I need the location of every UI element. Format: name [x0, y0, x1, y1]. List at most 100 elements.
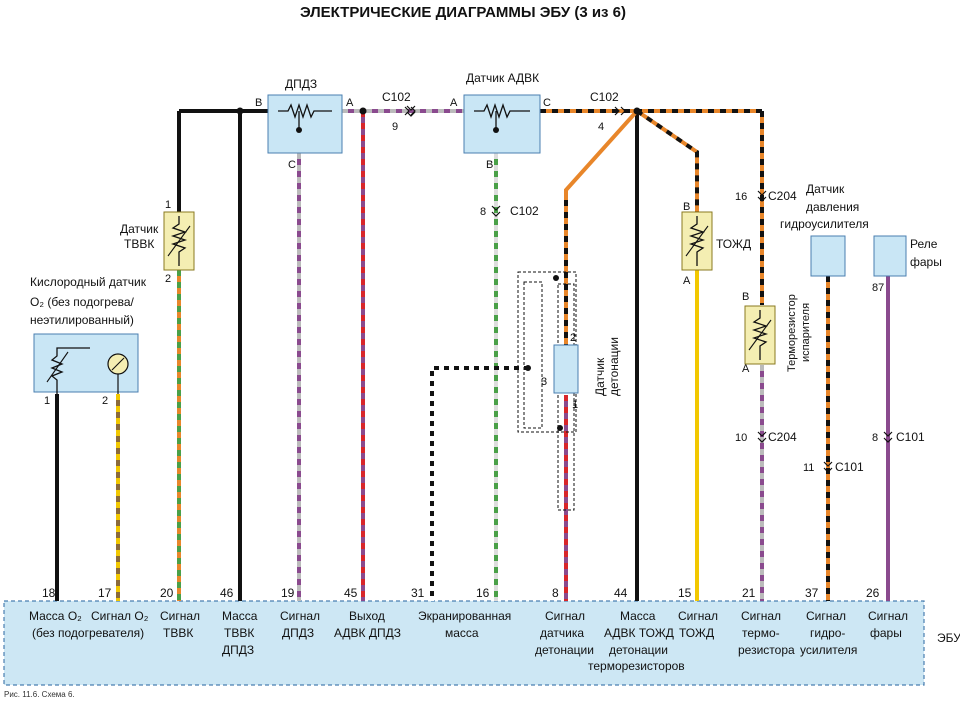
ecu-pin-31-num: 31: [411, 586, 425, 600]
knock-pin-3: 3: [541, 376, 547, 388]
dpdz-pin-a: A: [346, 97, 354, 109]
ecu-pin-21-label-3: резистора: [738, 643, 795, 657]
knock-sensor: 2 3 1 Датчик детонации: [517, 271, 621, 511]
ecu-pin-46-label: Масса: [222, 609, 258, 623]
adbk-sensor: Датчик АДВК A C B: [450, 71, 551, 171]
ecu-pin-44-label-3: детонации: [609, 643, 668, 657]
ecu-pin-21-label: Сигнал: [741, 609, 781, 623]
knock-label-2: детонации: [607, 337, 621, 396]
adbk-pin-c: C: [543, 97, 551, 109]
ecu-pin-18-label-2: (без подогревателя): [32, 626, 144, 640]
ecu-pin-46-label-3: ДПДЗ: [222, 643, 254, 657]
c101-a-pin: 11: [803, 462, 814, 474]
ecu-pin-37-label-2: гидро-: [810, 626, 845, 640]
relay-pin-87: 87: [872, 282, 884, 294]
knock-pin-1: 1: [572, 399, 578, 411]
ecu-pin-26-num: 26: [866, 586, 880, 600]
diagram-title: ЭЛЕКТРИЧЕСКИЕ ДИАГРАММЫ ЭБУ (3 из 6): [300, 4, 626, 21]
ecu-pin-15-num: 15: [678, 586, 692, 600]
evap-thermistor: B A Терморезистор испарителя: [742, 291, 812, 375]
ecu-pin-26-label-2: фары: [870, 626, 902, 640]
ecu-pin-16-num: 16: [476, 586, 490, 600]
tvvk-sensor: Датчик ТВВК 1 2: [120, 199, 195, 285]
ecu-pin-18-label: Масса O₂: [29, 609, 82, 623]
ecu-pin-17-label: Сигнал O₂: [91, 609, 149, 623]
dpdz-pin-b: B: [255, 97, 262, 109]
o2-pin-1: 1: [44, 395, 50, 407]
tozh-pin-b: B: [683, 201, 690, 213]
connectors: C102 9 C102 4 C102 8 C204 16 C204 10 C10…: [382, 90, 925, 474]
tvvk-pin-1: 1: [165, 199, 171, 211]
o2-label-3: неэтилированный): [30, 313, 134, 327]
tozh-label: ТОЖД: [716, 237, 751, 251]
tvvk-label-2: ТВВК: [124, 237, 154, 251]
ecu-pin-44-num: 44: [614, 586, 628, 600]
ps-label-2: давления: [806, 200, 859, 214]
c102-a-pin: 9: [392, 121, 398, 133]
relay-label-1: Реле: [910, 237, 938, 251]
tvvk-label-1: Датчик: [120, 222, 159, 236]
ecu-pin-45-num: 45: [344, 586, 358, 600]
ecu-pin-19-num: 19: [281, 586, 295, 600]
ecu-pin-8-label-2: датчика: [540, 626, 584, 640]
c101-a-label: C101: [835, 460, 864, 474]
ecu-pin-44-label-4: терморезисторов: [588, 659, 685, 673]
figure-caption: Рис. 11.6. Схема 6.: [4, 690, 75, 699]
ecu-pin-20-label: Сигнал: [160, 609, 200, 623]
ecu-pin-20-num: 20: [160, 586, 174, 600]
knock-pin-2: 2: [570, 332, 576, 344]
ecu-pin-8-label: Сигнал: [545, 609, 585, 623]
power-steering-sensor: Датчик давления гидроусилителя: [780, 182, 869, 277]
ecu-pin-44-label-2: АДВК ТОЖД: [604, 626, 674, 640]
ecu-pin-45-label: Выход: [349, 609, 385, 623]
o2-label-2: O₂ (без подогрева/: [30, 295, 135, 309]
o2-sensor: Кислородный датчик O₂ (без подогрева/ не…: [30, 275, 147, 407]
adbk-label: Датчик АДВК: [466, 71, 539, 85]
dpdz-sensor: ДПДЗ B A C: [255, 77, 354, 171]
c204-a-label: C204: [768, 189, 797, 203]
ecu-pin-31-label: Экранированная: [418, 609, 511, 623]
ecu-pin-21-label-2: термо-: [742, 626, 780, 640]
ecu-pin-15-label: Сигнал: [678, 609, 718, 623]
c101-b-label: C101: [896, 430, 925, 444]
ecu-pin-8-num: 8: [552, 586, 559, 600]
adbk-pin-b: B: [486, 159, 493, 171]
ecu-pin-17-num: 17: [98, 586, 112, 600]
ecu-pin-37-num: 37: [805, 586, 819, 600]
ecu-pin-21-num: 21: [742, 586, 756, 600]
tvvk-pin-2: 2: [165, 273, 171, 285]
c102-a-label: C102: [382, 90, 411, 104]
ecu-pin-45-label-2: АДВК ДПДЗ: [334, 626, 401, 640]
ecu-pin-15-label-2: ТОЖД: [679, 626, 714, 640]
ecu-pin-37-label-3: усилителя: [800, 643, 857, 657]
tozh-sensor: ТОЖД B A: [681, 201, 751, 287]
ecu-pin-26-label: Сигнал: [868, 609, 908, 623]
ecu-box: [3, 600, 925, 686]
evap-pin-a: A: [742, 363, 750, 375]
c204-b-label: C204: [768, 430, 797, 444]
ecu-pin-20-label-2: ТВВК: [163, 626, 193, 640]
ps-label-1: Датчик: [806, 182, 845, 196]
c101-b-pin: 8: [872, 432, 878, 444]
ecu-pin-44-label: Масса: [620, 609, 656, 623]
ecu-pins: 18 Масса O₂ (без подогревателя) 17 Сигна…: [29, 586, 908, 673]
ecu-pin-37-label: Сигнал: [806, 609, 846, 623]
splices: [236, 107, 641, 115]
relay-label-2: фары: [910, 255, 942, 269]
ecu-pin-19-label-2: ДПДЗ: [282, 626, 314, 640]
ecu-pin-46-num: 46: [220, 586, 234, 600]
ecu-pin-31-label-2: масса: [445, 626, 479, 640]
headlight-relay: Реле фары 87: [872, 235, 942, 294]
wires: [55, 109, 890, 601]
adbk-pin-a: A: [450, 97, 458, 109]
knock-label-1: Датчик: [593, 357, 607, 396]
o2-pin-2: 2: [102, 395, 108, 407]
o2-label-1: Кислородный датчик: [30, 275, 147, 289]
ecu-pin-8-label-3: детонации: [535, 643, 594, 657]
tozh-pin-a: A: [683, 275, 691, 287]
c204-b-pin: 10: [735, 432, 747, 444]
c102-c-label: C102: [510, 204, 539, 218]
ecu-pin-19-label: Сигнал: [280, 609, 320, 623]
dpdz-label: ДПДЗ: [285, 77, 317, 91]
